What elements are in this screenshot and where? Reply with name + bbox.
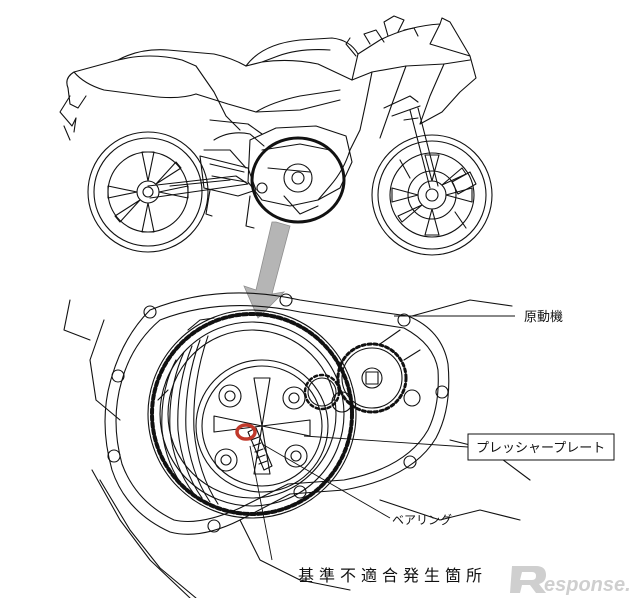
- motorcycle-illustration: [59, 15, 493, 256]
- defect-location-label: 基準不適合発生箇所: [298, 566, 487, 585]
- bearing-highlight: [235, 423, 257, 441]
- clutch-detail-view: [63, 292, 531, 598]
- pressure-plate-label-box: [467, 433, 615, 461]
- rear-wheel: [87, 131, 209, 253]
- response-logo-mark: [510, 566, 546, 593]
- front-wheel: [371, 134, 493, 256]
- bearing-label: ベアリング: [392, 513, 452, 527]
- zoom-arrow: [243, 221, 291, 319]
- callout-circle: [250, 136, 346, 224]
- engine-label: 原動機: [524, 310, 563, 325]
- watermark-text: esponse.: [544, 574, 631, 596]
- leader-lines: [249, 315, 515, 561]
- pressure-plate-label: プレッシャープレート: [476, 441, 605, 456]
- response-watermark: esponse.: [510, 566, 631, 596]
